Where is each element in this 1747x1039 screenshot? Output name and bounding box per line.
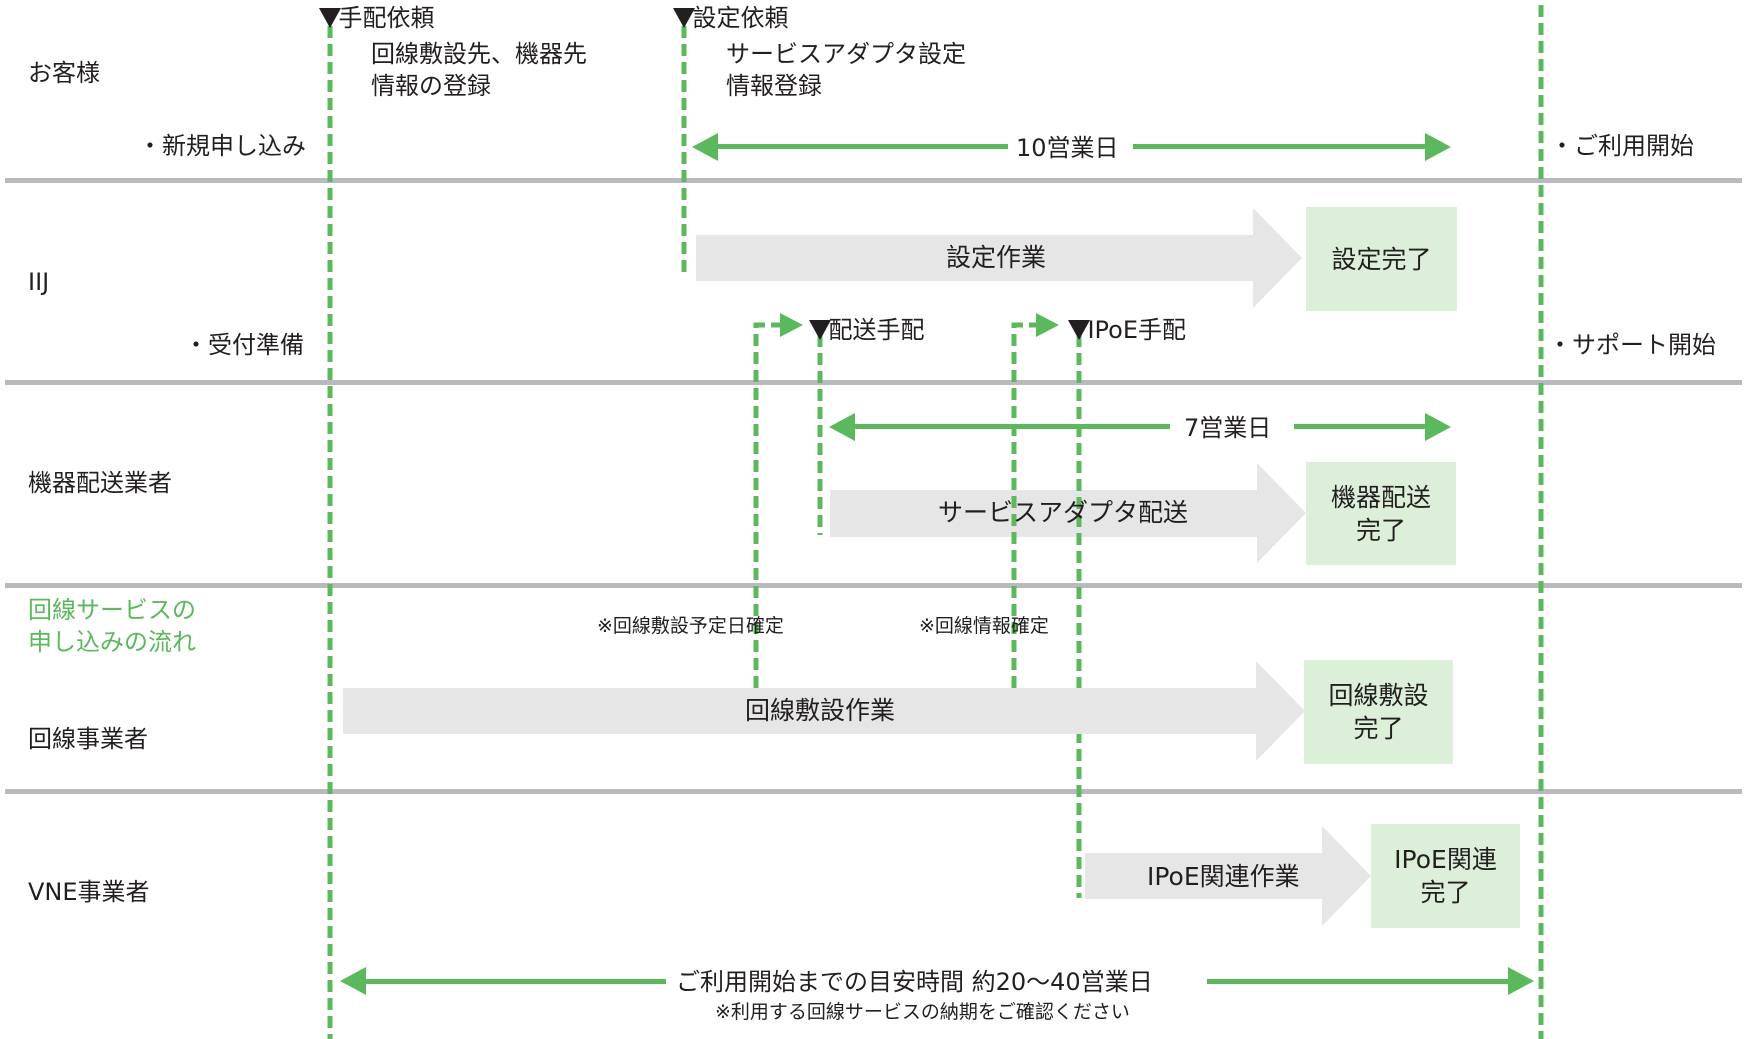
- settei-note: サービスアダプタ設定 情報登録: [726, 38, 966, 102]
- arrow-right-icon: [1425, 413, 1451, 441]
- lane-label-vne: VNE事業者: [28, 878, 150, 906]
- diagram-title-line2: 申し込みの流れ: [28, 628, 196, 656]
- milestone-ipoe-tehai-label: ▼IPoE手配: [1087, 316, 1187, 344]
- arrow-left-icon: [829, 413, 855, 441]
- status-support-start: ・サポート開始: [1548, 331, 1716, 359]
- ipoe-work-label: IPoE関連作業: [1147, 862, 1300, 891]
- tehai-note: 回線敷設先、機器先 情報の登録: [371, 38, 587, 102]
- ipoe-work-arrow: [1085, 826, 1371, 926]
- status-new-application: ・新規申し込み: [138, 132, 306, 160]
- line-done-line1: 回線敷設: [1328, 681, 1429, 710]
- ipoe-done-box: IPoE関連 完了: [1371, 824, 1520, 928]
- lane-label-delivery: 機器配送業者: [28, 469, 172, 497]
- line-done-box: 回線敷設 完了: [1304, 660, 1453, 764]
- milestone-ipoe-tehai: ▼IPoE手配: [1087, 318, 1186, 342]
- total-duration-note: ※利用する回線サービスの納期をご確認ください: [715, 1001, 1130, 1023]
- total-duration-line-right: [1207, 979, 1521, 984]
- settei-note-line1: サービスアダプタ設定: [726, 40, 966, 68]
- ipoe-triangle-icon: [1068, 320, 1090, 340]
- milestone-tehai-irai-label: ▼手配依頼: [338, 4, 435, 32]
- total-duration-label: ご利用開始までの目安時間 約20〜40営業日: [676, 968, 1153, 996]
- setup-work-label: 設定作業: [946, 243, 1047, 272]
- haiso-triangle-icon: [809, 320, 831, 340]
- setup-duration-arrow: [692, 133, 1451, 161]
- total-duration-line-left: [358, 979, 666, 984]
- ipoe-arrowhead-icon: [1036, 313, 1059, 337]
- line-info-confirm-dashed-line: [1011, 322, 1036, 688]
- lane-divider: [5, 583, 1742, 588]
- settei-triangle-icon: [673, 8, 695, 28]
- install-date-confirm-note: ※回線敷設予定日確定: [597, 615, 784, 637]
- line-installation-label: 回線敷設作業: [745, 696, 896, 725]
- delivery-done-box: 機器配送 完了: [1306, 462, 1456, 565]
- ipoe-done-line2: 完了: [1420, 878, 1471, 907]
- delivery-done-line2: 完了: [1355, 515, 1406, 545]
- delivery-duration-line-left: [848, 424, 1170, 429]
- delivery-duration-line-right: [1294, 424, 1434, 429]
- adapter-delivery-label: サービスアダプタ配送: [938, 498, 1189, 527]
- status-service-start: ・ご利用開始: [1550, 132, 1694, 160]
- setup-duration-line-right: [1133, 144, 1433, 149]
- haiso-arrowhead-icon: [780, 313, 803, 337]
- lane-divider: [5, 178, 1742, 183]
- milestone-settei-irai-label: ▼設定依頼: [692, 4, 789, 32]
- diagram-title-line1: 回線サービスの: [28, 596, 196, 624]
- arrow-left-icon: [340, 967, 366, 995]
- milestone-settei-irai: ▼設定依頼: [692, 6, 788, 30]
- milestone-haiso-tehai-label: ▼配送手配: [828, 316, 925, 344]
- lane-label-customer: お客様: [28, 59, 100, 87]
- delivery-duration-label: 7営業日: [1184, 414, 1272, 442]
- milestone-haiso-tehai: ▼配送手配: [828, 318, 924, 342]
- install-date-confirm-dashed-line: [753, 322, 780, 688]
- diagram-title: 回線サービスの 申し込みの流れ: [28, 594, 288, 658]
- settei-note-line2: 情報登録: [726, 72, 822, 100]
- arrow-left-icon: [692, 133, 718, 161]
- setup-work-arrow: [696, 208, 1302, 308]
- arrow-right-icon: [1508, 967, 1534, 995]
- setup-duration-label: 10営業日: [1016, 134, 1119, 162]
- adapter-delivery-arrow: [830, 463, 1306, 563]
- setup-duration-line-left: [712, 144, 1008, 149]
- tehai-note-line1: 回線敷設先、機器先: [371, 40, 587, 68]
- total-duration-arrow: [340, 967, 1534, 995]
- lane-dividers: [5, 178, 1742, 794]
- setup-done-label: 設定完了: [1331, 244, 1432, 274]
- line-installation-bar-overlay: [1070, 688, 1090, 734]
- line-done-line2: 完了: [1353, 714, 1404, 743]
- lane-divider: [5, 380, 1742, 385]
- milestone-tehai-irai: ▼手配依頼: [338, 6, 434, 30]
- line-info-confirm-note: ※回線情報確定: [919, 615, 1049, 637]
- ipoe-done-line1: IPoE関連: [1394, 845, 1497, 874]
- lane-label-line-carrier: 回線事業者: [28, 725, 148, 753]
- line-installation-arrow: [343, 661, 1305, 761]
- status-reception-prep: ・受付準備: [184, 331, 304, 359]
- delivery-duration-arrow: [829, 413, 1451, 441]
- tehai-triangle-icon: [319, 8, 341, 28]
- lane-divider: [5, 789, 1742, 794]
- delivery-done-line1: 機器配送: [1330, 482, 1431, 512]
- setup-done-box: 設定完了: [1306, 207, 1457, 311]
- arrow-right-icon: [1425, 133, 1451, 161]
- lane-label-iij: IIJ: [28, 268, 50, 296]
- tehai-note-line2: 情報の登録: [371, 72, 491, 100]
